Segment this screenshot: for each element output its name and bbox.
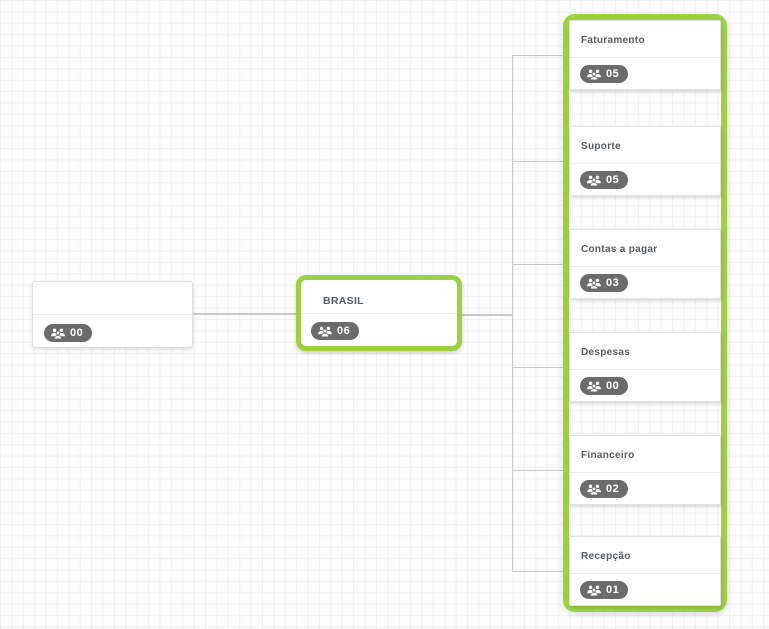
node-faturamento[interactable]: Faturamento 05 xyxy=(569,20,721,90)
connector-parent-to-trunk xyxy=(462,314,512,316)
members-count: 01 xyxy=(606,584,620,596)
children-group-selected[interactable]: Faturamento 05 Suporte xyxy=(563,14,727,612)
members-count: 03 xyxy=(606,277,620,289)
users-group-icon xyxy=(587,69,601,80)
node-brasil-label: BRASIL xyxy=(323,295,364,307)
node-despesas[interactable]: Despesas 00 xyxy=(569,332,721,402)
users-group-icon xyxy=(587,381,601,392)
users-group-icon xyxy=(587,484,601,495)
members-badge[interactable]: 02 xyxy=(580,480,629,498)
members-count: 00 xyxy=(606,380,620,392)
members-badge[interactable]: 03 xyxy=(580,274,629,292)
users-group-icon xyxy=(318,326,332,337)
connector-stub-5 xyxy=(512,470,563,471)
connector-trunk xyxy=(512,55,513,571)
node-root[interactable]: 00 xyxy=(32,281,193,348)
users-group-icon xyxy=(51,328,65,339)
node-divider xyxy=(570,266,720,267)
users-group-icon xyxy=(587,585,601,596)
connector-root-to-parent xyxy=(192,313,296,315)
node-label: Despesas xyxy=(581,347,631,358)
users-group-icon xyxy=(587,278,601,289)
node-divider xyxy=(570,369,720,370)
members-badge[interactable]: 05 xyxy=(580,171,629,189)
node-financeiro[interactable]: Financeiro 02 xyxy=(569,435,721,505)
members-count: 05 xyxy=(606,174,620,186)
node-divider xyxy=(301,313,457,314)
node-brasil[interactable]: BRASIL 06 xyxy=(296,275,462,351)
members-badge[interactable]: 06 xyxy=(311,322,360,340)
members-badge[interactable]: 00 xyxy=(580,377,629,395)
node-divider xyxy=(570,573,720,574)
members-count: 02 xyxy=(606,483,620,495)
node-divider xyxy=(570,472,720,473)
node-contas-a-pagar[interactable]: Contas a pagar 03 xyxy=(569,229,721,299)
users-group-icon xyxy=(587,175,601,186)
members-badge[interactable]: 00 xyxy=(44,324,93,342)
node-divider xyxy=(33,314,192,315)
node-suporte[interactable]: Suporte 05 xyxy=(569,126,721,196)
node-divider xyxy=(570,57,720,58)
connector-stub-4 xyxy=(512,367,563,368)
node-recepcao[interactable]: Recepção 01 xyxy=(569,536,721,606)
members-badge[interactable]: 01 xyxy=(580,581,629,599)
connector-stub-1 xyxy=(512,55,563,56)
node-label: Recepção xyxy=(581,551,631,562)
node-label: Suporte xyxy=(581,141,621,152)
node-divider xyxy=(570,163,720,164)
node-label: Contas a pagar xyxy=(581,244,658,255)
node-label: Financeiro xyxy=(581,450,635,461)
connector-stub-3 xyxy=(512,264,563,265)
node-label: Faturamento xyxy=(581,35,645,46)
members-count: 05 xyxy=(606,68,620,80)
members-count: 00 xyxy=(70,327,84,339)
connector-stub-6 xyxy=(512,571,563,572)
members-badge[interactable]: 05 xyxy=(580,65,629,83)
connector-stub-2 xyxy=(512,161,563,162)
members-count: 06 xyxy=(337,325,351,337)
